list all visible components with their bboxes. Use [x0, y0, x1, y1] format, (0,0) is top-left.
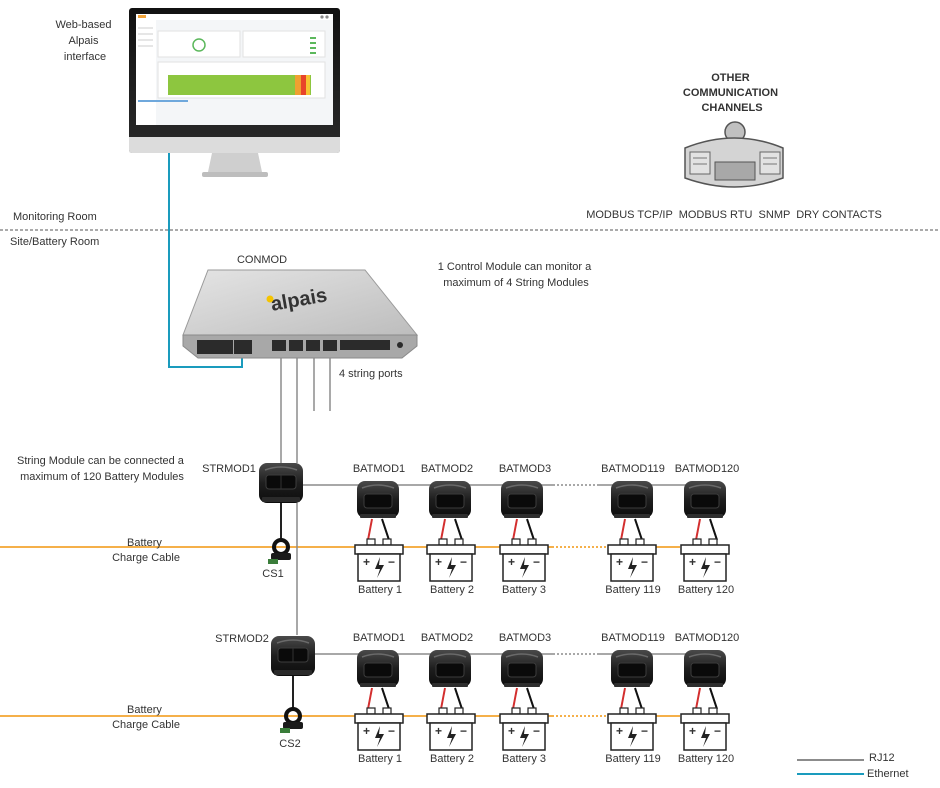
- operator-workstation-icon: [684, 121, 784, 188]
- sensor-label: CS1: [262, 568, 283, 580]
- ethernet-cable: [168, 153, 243, 368]
- strmod-2-icon: [270, 635, 316, 677]
- strmod-1-icon: [258, 462, 304, 504]
- string-ports-label: 4 string ports: [339, 368, 403, 380]
- battery-label: Battery 3: [502, 584, 546, 596]
- monitor-label: Web-based Alpais interface: [55, 19, 114, 63]
- batmod-3-icon: [500, 480, 544, 519]
- batmod-label: BATMOD119: [601, 463, 665, 475]
- legend: RJ12 Ethernet: [797, 752, 909, 780]
- battery-1-icon: [354, 538, 404, 582]
- batmod-label: BATMOD1: [353, 632, 405, 644]
- string-1: STRMOD1 Battery Charge Cable CS1 BATMOD1…: [0, 462, 740, 635]
- batmod-119-icon: [610, 480, 654, 519]
- legend-rj12-label: RJ12: [869, 752, 895, 764]
- batmod-120-icon: [683, 649, 727, 688]
- string-module-note: String Module can be connected a maximum…: [17, 455, 187, 483]
- batmod-label: BATMOD120: [675, 632, 740, 644]
- battery-119-icon: [607, 707, 657, 751]
- batmod-2-icon: [428, 480, 472, 519]
- battery-label: Battery 120: [678, 584, 734, 596]
- protocol-list: MODBUS TCP/IP MODBUS RTU SNMP DRY CONTAC…: [586, 209, 882, 221]
- battery-label: Battery 120: [678, 753, 734, 765]
- conmod-device: alpais: [182, 269, 419, 359]
- batmod-label: BATMOD2: [421, 463, 473, 475]
- current-sensor-2-icon: [278, 707, 305, 735]
- batmod-label: BATMOD1: [353, 463, 405, 475]
- legend-ethernet-label: Ethernet: [867, 768, 909, 780]
- battery-120-icon: [680, 707, 730, 751]
- batmod-120-icon: [683, 480, 727, 519]
- charge-cable-label: Battery Charge Cable: [112, 537, 180, 564]
- other-channels-title: OTHER COMMUNICATION CHANNELS: [683, 72, 781, 114]
- battery-3-icon: [499, 538, 549, 582]
- site-room-label: Site/Battery Room: [10, 236, 99, 248]
- batmod-119-icon: [610, 649, 654, 688]
- string-2: STRMOD2 Battery Charge Cable CS2 BATMOD1…: [0, 632, 739, 765]
- battery-label: Battery 1: [358, 753, 402, 765]
- battery-label: Battery 1: [358, 584, 402, 596]
- current-sensor-1-icon: [266, 538, 293, 566]
- battery-label: Battery 2: [430, 753, 474, 765]
- battery-2-icon: [426, 707, 476, 751]
- charge-cable-label: Battery Charge Cable: [112, 704, 180, 731]
- batmod-1-icon: [356, 480, 400, 519]
- batmod-1-icon: [356, 649, 400, 688]
- strmod-label: STRMOD1: [202, 463, 256, 475]
- battery-119-icon: [607, 538, 657, 582]
- battery-label: Battery 3: [502, 753, 546, 765]
- batmod-2-icon: [428, 649, 472, 688]
- battery-label: Battery 2: [430, 584, 474, 596]
- battery-120-icon: [680, 538, 730, 582]
- battery-3-icon: [499, 707, 549, 751]
- batmod-label: BATMOD3: [499, 632, 551, 644]
- batmod-label: BATMOD3: [499, 463, 551, 475]
- battery-label: Battery 119: [605, 584, 660, 596]
- strmod-label: STRMOD2: [215, 633, 269, 645]
- battery-label: Battery 119: [605, 753, 660, 765]
- batmod-label: BATMOD2: [421, 632, 473, 644]
- battery-2-icon: [426, 538, 476, 582]
- conmod-label: CONMOD: [237, 254, 287, 266]
- batmod-3-icon: [500, 649, 544, 688]
- conmod-note: 1 Control Module can monitor a maximum o…: [438, 261, 595, 289]
- sensor-label: CS2: [279, 738, 300, 750]
- batmod-label: BATMOD119: [601, 632, 665, 644]
- monitor: [129, 8, 340, 177]
- string-port-cables: [280, 350, 331, 463]
- battery-1-icon: [354, 707, 404, 751]
- batmod-label: BATMOD120: [675, 463, 740, 475]
- monitoring-room-label: Monitoring Room: [13, 211, 97, 223]
